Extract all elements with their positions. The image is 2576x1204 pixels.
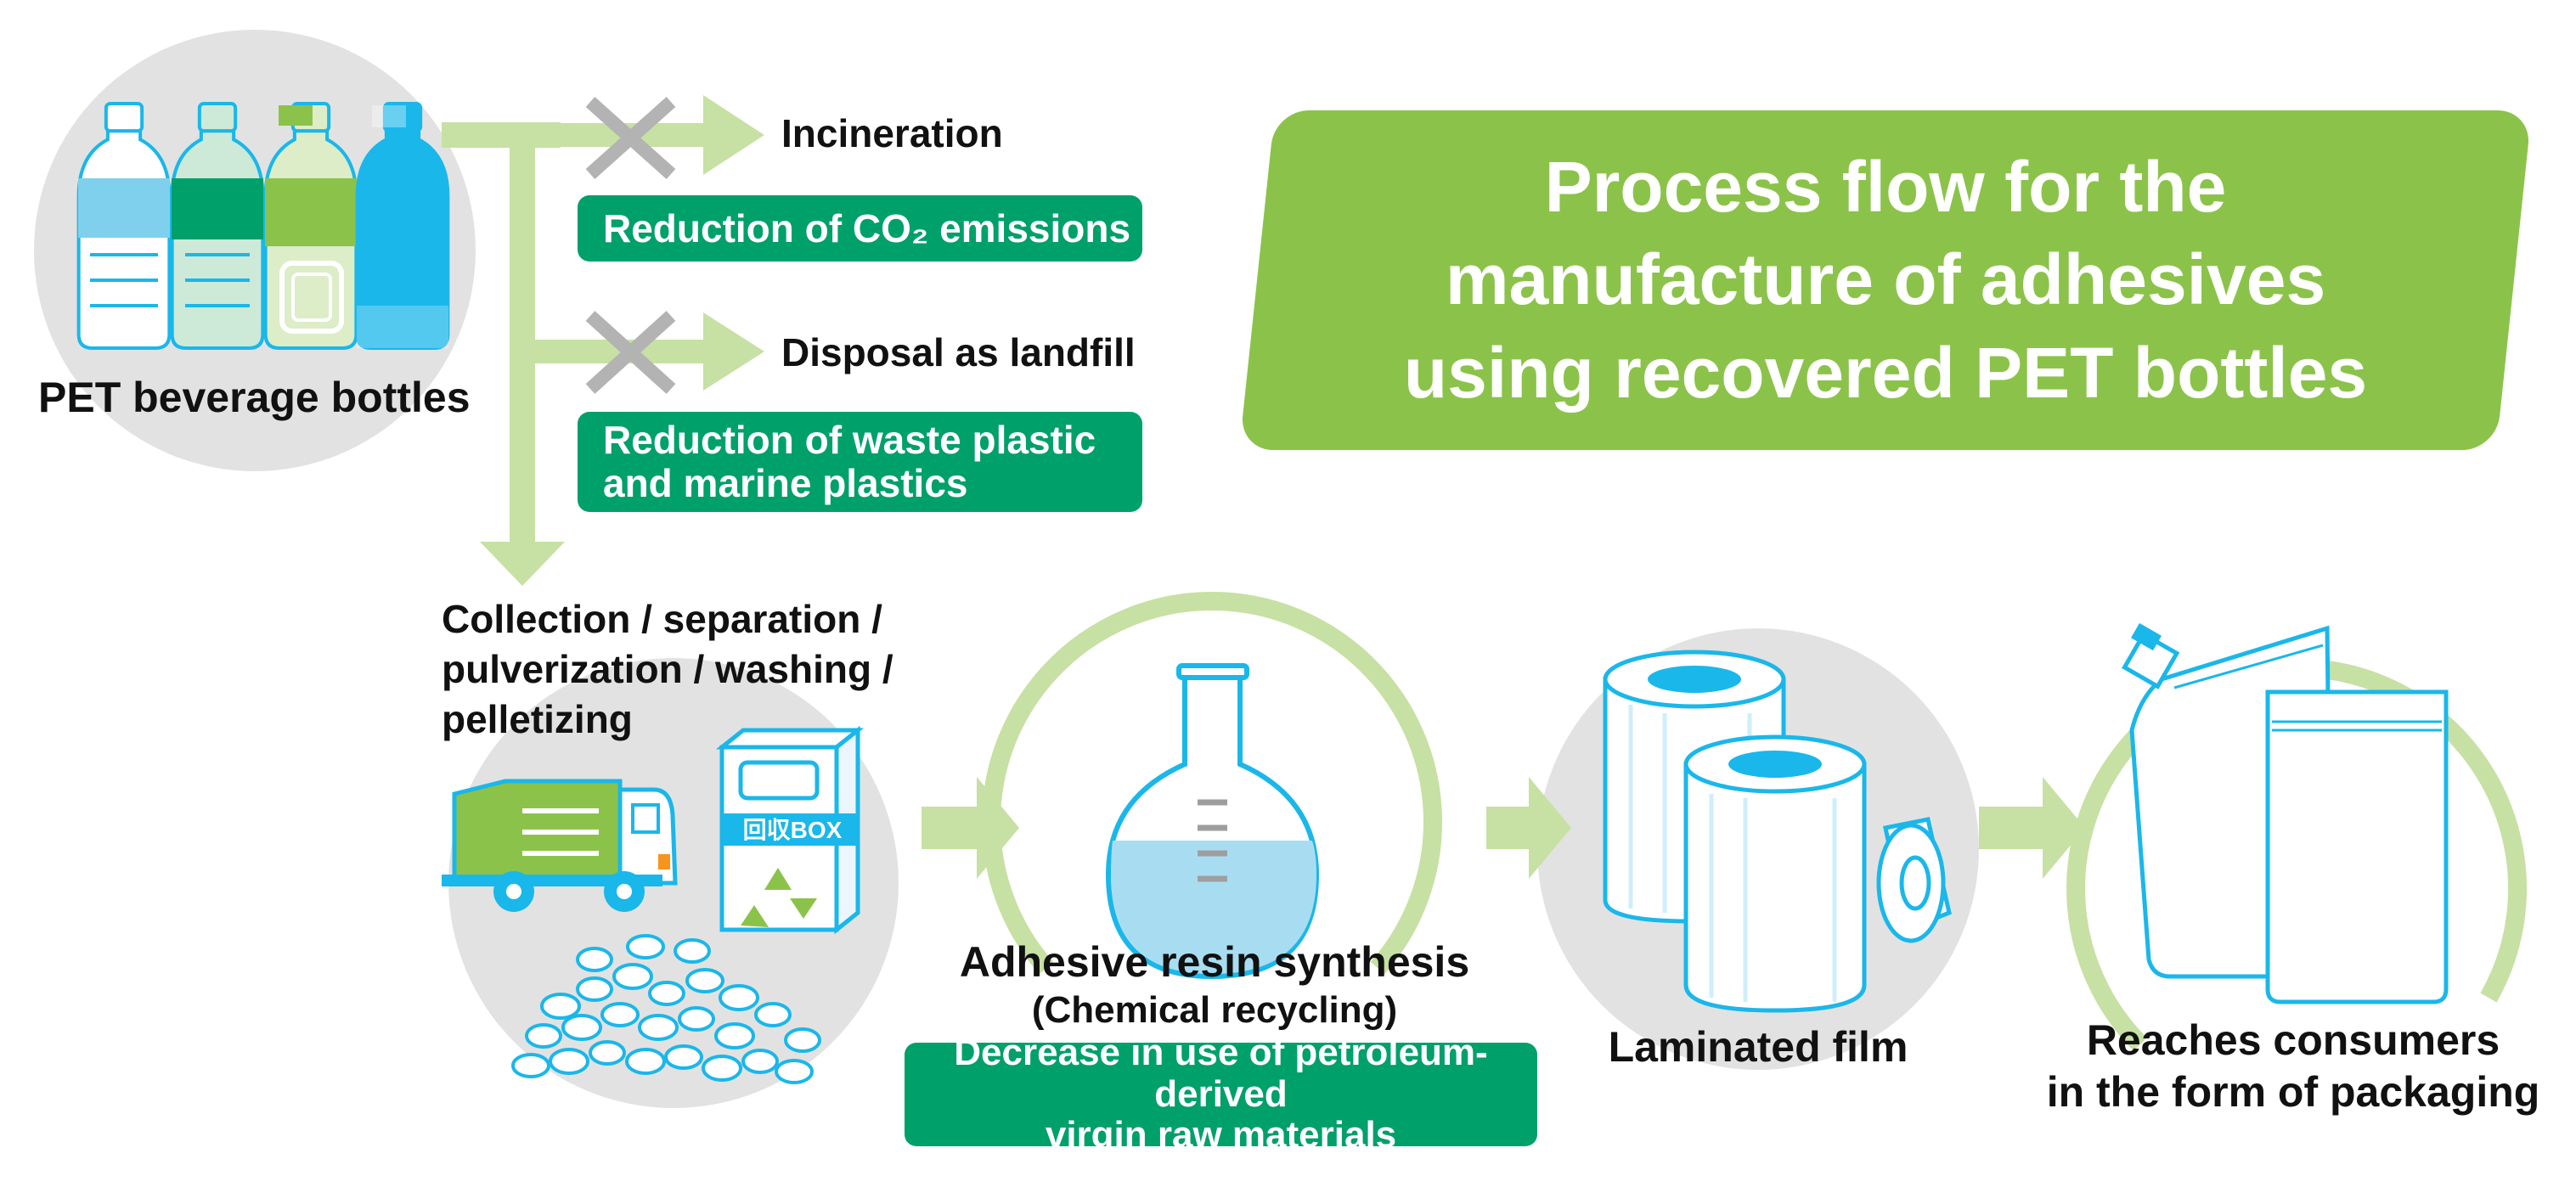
film-roll-icon — [1683, 734, 1867, 1013]
step-label-consumers: Reaches consumers in the form of packagi… — [2046, 1016, 2540, 1116]
recycle-box-label: 回収BOX — [742, 817, 843, 843]
step-label-collection: Collection / separation / pulverization … — [442, 597, 893, 741]
cross-icon — [585, 97, 676, 179]
tape-roll-icon — [1876, 817, 1952, 943]
recycle-icon — [741, 868, 817, 927]
arrow-to-synthesis — [977, 777, 1019, 879]
benefit-text: Reduction of waste plastic and marine pl… — [603, 418, 1096, 505]
flask-icon — [1105, 663, 1320, 980]
recycle-box-icon — [715, 725, 865, 935]
step-label-film: Laminated film — [1608, 1023, 1908, 1071]
flow-arrows — [442, 95, 2085, 879]
page-title: Process flow for the manufacture of adhe… — [1403, 147, 2368, 413]
pet-bottle-icon — [357, 104, 448, 348]
benefit-badge-petroleum: Decrease in use of petroleum-derived vir… — [905, 1032, 1537, 1156]
benefit-badge-waste: Reduction of waste plastic and marine pl… — [578, 412, 1142, 512]
source-label: PET beverage bottles — [38, 374, 471, 421]
benefit-text: Decrease in use of petroleum-derived vir… — [954, 1032, 1488, 1156]
benefit-text: Reduction of CO₂ emissions — [603, 205, 1131, 250]
branch-label-landfill: Disposal as landfill — [781, 330, 1136, 374]
pet-bottle-icon — [78, 104, 170, 348]
garbage-truck-icon — [442, 779, 678, 912]
pouch-icon — [2265, 689, 2449, 1004]
arrow-to-consumer — [2043, 777, 2085, 879]
pet-bottle-icon — [172, 104, 263, 348]
branch-label-incineration: Incineration — [781, 111, 1003, 155]
step-label-synthesis: Adhesive resin synthesis — [959, 938, 1470, 986]
step-sublabel-synthesis: (Chemical recycling) — [1031, 989, 1398, 1031]
pet-bottle-icon — [265, 104, 357, 348]
plastic-pellets-icon — [511, 934, 821, 1084]
benefit-badge-co2: Reduction of CO₂ emissions — [578, 195, 1142, 262]
cross-icon — [585, 311, 676, 394]
arrow-to-film — [1529, 777, 1571, 879]
